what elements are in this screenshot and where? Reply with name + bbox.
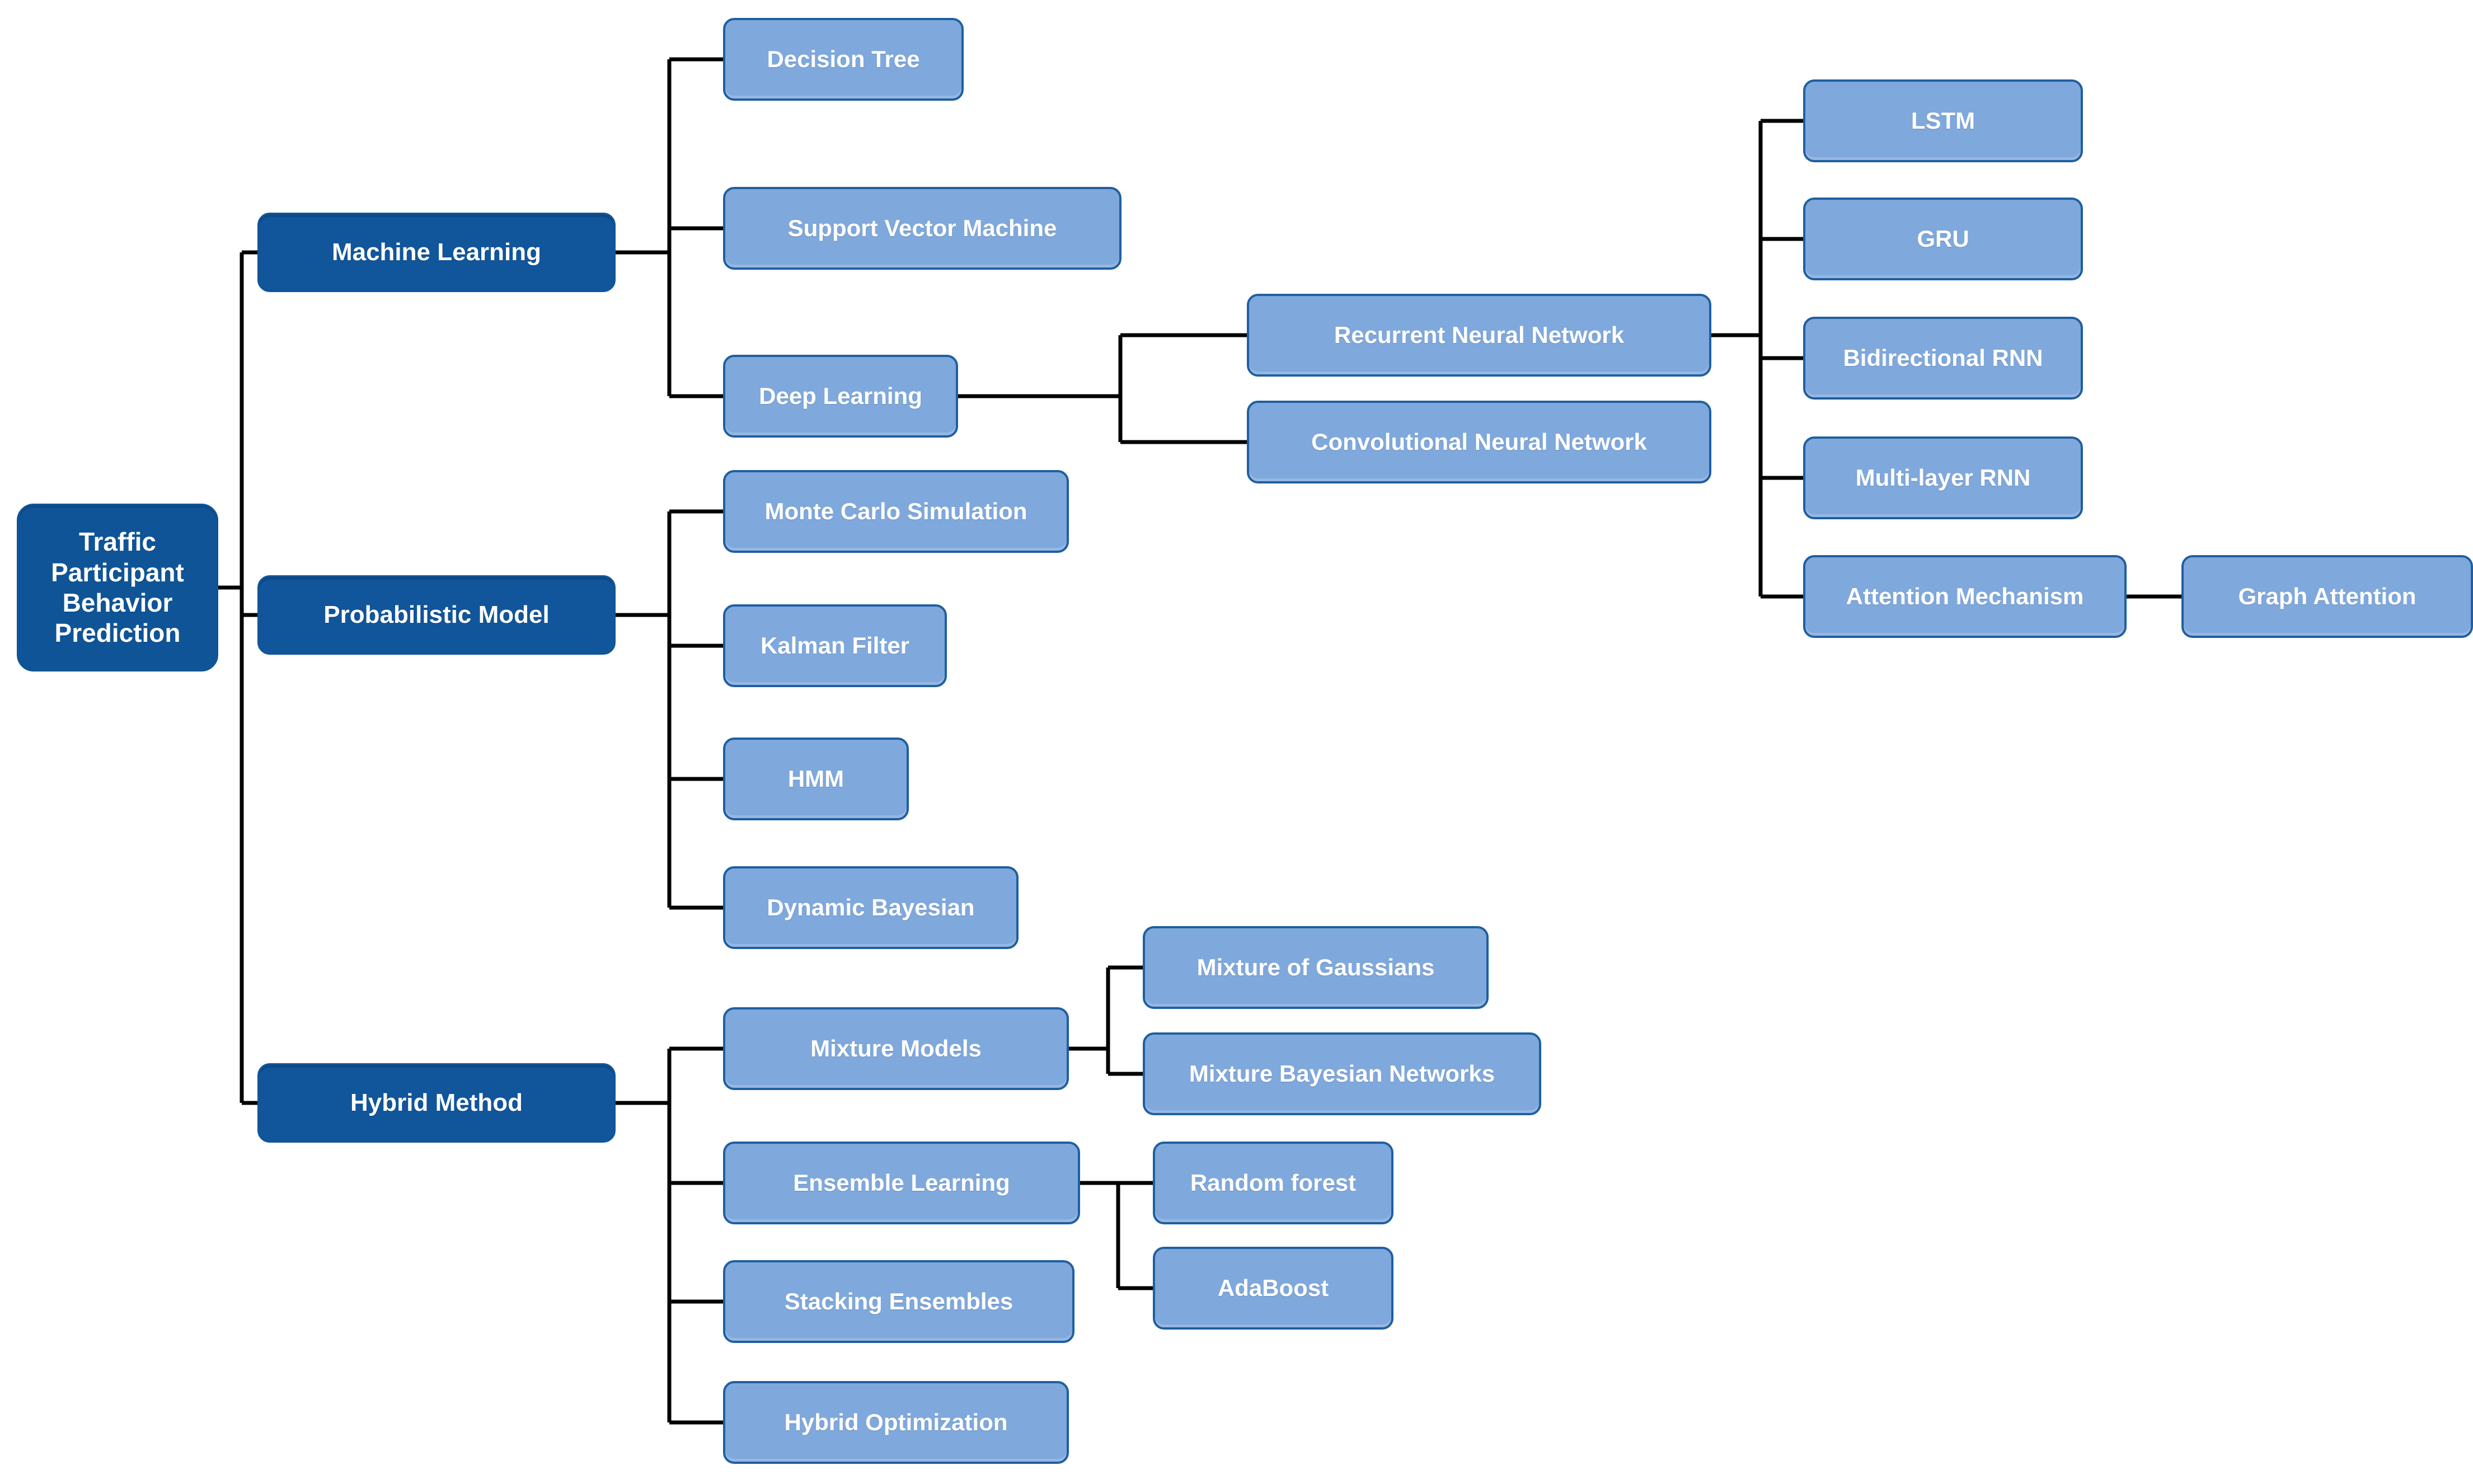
node-label: Attention Mechanism [1846,583,2084,610]
node-label: Traffic Participant Behavior Prediction [51,527,184,648]
node-multilayer-rnn[interactable]: Multi-layer RNN [1803,436,2083,519]
node-convolutional-nn[interactable]: Convolutional Neural Network [1247,401,1711,483]
node-label: Bidirectional RNN [1843,345,2043,372]
node-bidirectional-rnn[interactable]: Bidirectional RNN [1803,317,2083,400]
node-label: Convolutional Neural Network [1311,429,1647,455]
node-probabilistic-model[interactable]: Probabilistic Model [257,575,616,655]
node-label: Mixture of Gaussians [1196,954,1435,981]
node-label: Dynamic Bayesian [767,894,975,921]
node-deep-learning[interactable]: Deep Learning [723,355,958,438]
node-lstm[interactable]: LSTM [1803,79,2083,162]
node-mixture-gaussians[interactable]: Mixture of Gaussians [1143,926,1489,1009]
node-hmm[interactable]: HMM [723,738,909,820]
node-hybrid-optimization[interactable]: Hybrid Optimization [723,1381,1069,1464]
node-label: HMM [787,766,844,792]
node-label: GRU [1917,226,1969,252]
node-label: Probabilistic Model [323,601,550,629]
node-label: Mixture Bayesian Networks [1189,1060,1495,1087]
node-label: Hybrid Optimization [784,1409,1008,1436]
node-attention-mechanism[interactable]: Attention Mechanism [1803,555,2127,638]
node-hybrid-method[interactable]: Hybrid Method [257,1063,616,1143]
node-dynamic-bayesian[interactable]: Dynamic Bayesian [723,866,1019,949]
node-gru[interactable]: GRU [1803,198,2083,280]
node-stacking-ensembles[interactable]: Stacking Ensembles [723,1260,1074,1343]
node-label: Ensemble Learning [793,1170,1010,1196]
node-label: Kalman Filter [760,632,910,659]
node-label: AdaBoost [1217,1275,1329,1302]
node-label: Graph Attention [2238,583,2416,610]
node-ensemble-learning[interactable]: Ensemble Learning [723,1142,1080,1224]
node-label: Deep Learning [759,383,922,410]
node-machine-learning[interactable]: Machine Learning [257,213,616,292]
node-label: Support Vector Machine [787,215,1057,242]
node-support-vector[interactable]: Support Vector Machine [723,187,1121,270]
node-label: LSTM [1911,107,1975,134]
node-label: Machine Learning [331,238,542,266]
node-mixture-bayesian[interactable]: Mixture Bayesian Networks [1143,1032,1541,1115]
node-graph-attention[interactable]: Graph Attention [2181,555,2473,638]
node-kalman-filter[interactable]: Kalman Filter [723,604,947,687]
node-label: Mixture Models [810,1035,982,1062]
node-monte-carlo[interactable]: Monte Carlo Simulation [723,470,1069,553]
node-label: Monte Carlo Simulation [764,498,1027,525]
node-label: Multi-layer RNN [1855,464,2031,491]
node-label: Hybrid Method [350,1089,523,1117]
node-label: Stacking Ensembles [784,1288,1013,1315]
node-label: Decision Tree [767,46,920,73]
node-random-forest[interactable]: Random forest [1153,1142,1393,1224]
node-mixture-models[interactable]: Mixture Models [723,1007,1069,1090]
node-recurrent-nn[interactable]: Recurrent Neural Network [1247,294,1711,377]
node-decision-tree[interactable]: Decision Tree [723,18,964,101]
node-label: Recurrent Neural Network [1334,322,1625,349]
node-adaboost[interactable]: AdaBoost [1153,1247,1393,1330]
node-root[interactable]: Traffic Participant Behavior Prediction [17,504,218,671]
node-label: Random forest [1190,1170,1357,1196]
